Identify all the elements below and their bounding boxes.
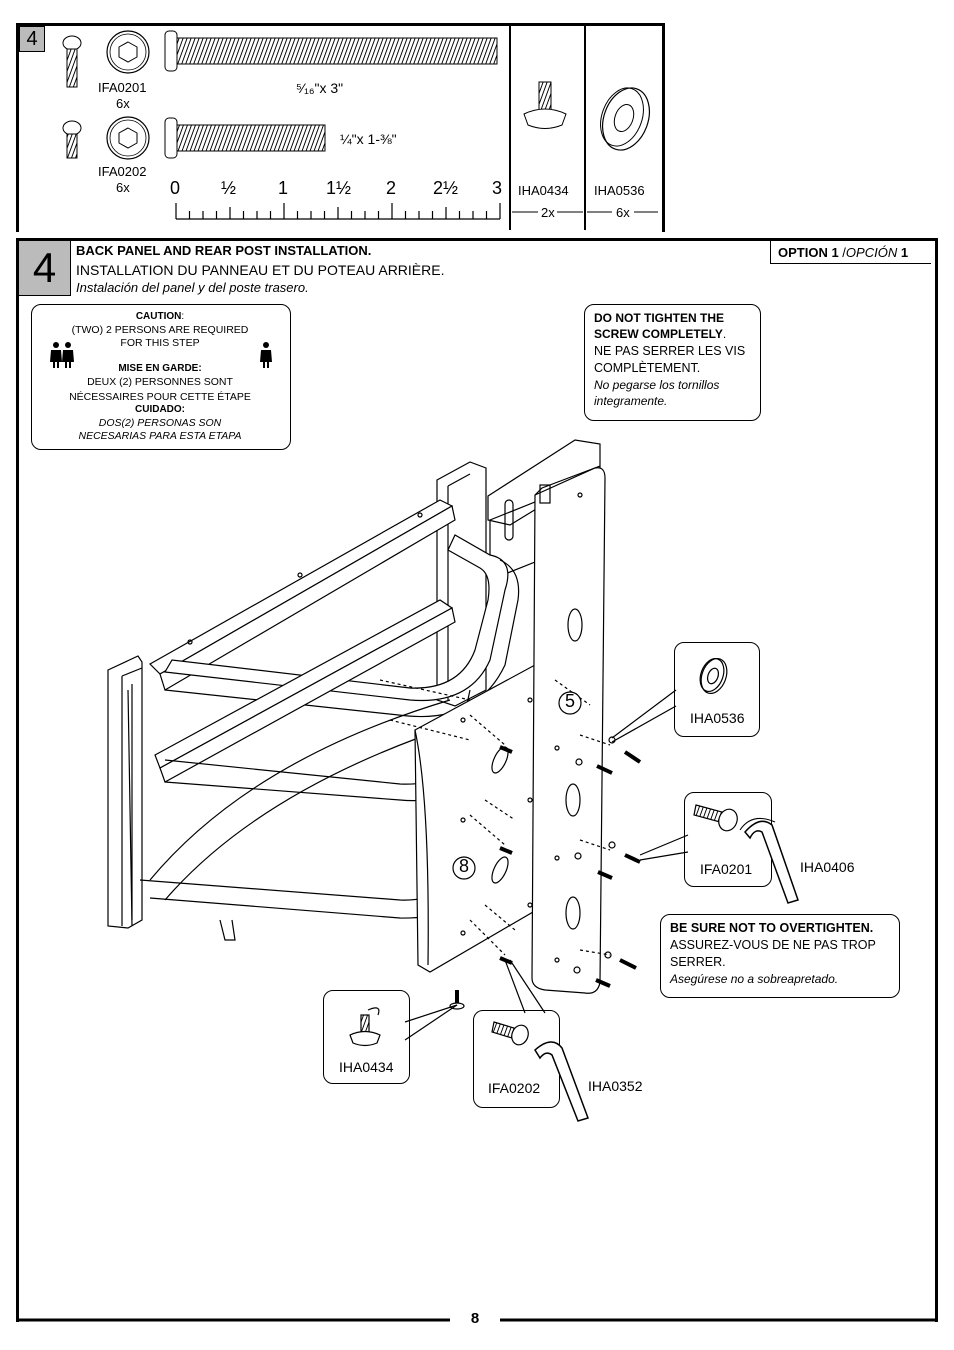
ha0434-screw-icon xyxy=(523,81,567,129)
callout-fa0201-bolt-icon xyxy=(693,804,738,832)
fa0201-fullsize-bolt xyxy=(164,30,498,72)
ha0536-washer-icon xyxy=(600,87,650,151)
bolts xyxy=(449,736,642,1010)
caution-es-1: DOS(2) PERSONAS SON xyxy=(98,417,222,429)
part-8-label: 8 xyxy=(458,856,469,876)
part-5-label: 5 xyxy=(564,691,575,711)
rear-post xyxy=(531,465,606,994)
callout-leaders xyxy=(404,689,689,1041)
do-not-tighten-box xyxy=(584,304,761,421)
ruler-label-0: 0 xyxy=(170,178,181,198)
fa0201-head-icon xyxy=(106,30,150,74)
step-frame xyxy=(16,238,938,1322)
caution-es-2: NECESARIAS PARA ESTA ETAPA xyxy=(78,430,242,442)
parts-divider-2 xyxy=(584,23,586,230)
fa0201-qty: 6x xyxy=(116,96,130,111)
screw-guide-lines xyxy=(379,679,611,956)
fa0201-bolt-icon xyxy=(62,35,82,88)
parts-step-number-text: 4 xyxy=(26,28,38,50)
caution-box xyxy=(31,304,291,450)
fa0202-head-icon xyxy=(106,116,150,160)
tighten-en-2-line: SCREW COMPLETELY. xyxy=(594,327,726,341)
step-title-es: Instalación del panel y del poste traser… xyxy=(76,280,309,295)
callout-ha0536-label: IHA0536 xyxy=(690,710,745,726)
caution-es-heading: CUIDADO: xyxy=(135,404,185,415)
hex-key-ha0352-icon xyxy=(534,1041,589,1122)
option-label: OPTION 1 xyxy=(778,245,839,260)
callout-washer-icon xyxy=(699,657,728,695)
upper-rail xyxy=(149,499,456,691)
tighten-es-2: integramente. xyxy=(594,394,668,408)
callout-fa0202-label: IFA0202 xyxy=(488,1080,541,1096)
caution-fr-1: DEUX (2) PERSONNES SONT xyxy=(87,376,233,388)
ruler-label-half: ½ xyxy=(221,178,237,198)
page-number: 8 xyxy=(470,1310,480,1327)
one-person-icon xyxy=(260,342,272,368)
tighten-en-2: SCREW COMPLETELY xyxy=(594,327,723,341)
overtighten-box xyxy=(660,914,900,998)
tighten-dot: . xyxy=(722,327,727,341)
caution-colon: : xyxy=(181,311,185,322)
callout-ha0434-label: IHA0434 xyxy=(339,1059,394,1075)
left-post xyxy=(107,655,143,929)
ha0536-code: IHA0536 xyxy=(594,183,645,198)
fa0202-code: IFA0202 xyxy=(98,164,147,179)
overtighten-fr-2: SERRER. xyxy=(670,955,726,969)
part-8-circle xyxy=(452,856,476,880)
ha0536-qty: 6x xyxy=(616,205,630,220)
step-number: 4 xyxy=(32,244,57,291)
caution-heading-en: CAUTION xyxy=(135,311,182,322)
ha0434-qty: 2x xyxy=(541,205,555,220)
part-5-circle xyxy=(558,691,582,715)
step-number-box: 4 xyxy=(19,241,71,296)
tighten-es-1: No pegarse los tornillos xyxy=(594,378,720,392)
caution-fr-heading: MISE EN GARDE: xyxy=(118,363,202,374)
callout-ha0406-label: IHA0406 xyxy=(800,859,855,875)
fa0202-size: ¼"x 1-⅜" xyxy=(340,131,397,147)
ruler-label-1: 1 xyxy=(278,178,289,198)
fa0202-fullsize-bolt xyxy=(164,117,326,159)
option-es: OPCIÓN xyxy=(845,245,898,260)
two-persons-icon xyxy=(50,342,74,368)
tighten-fr-1: NE PAS SERRER LES VIS xyxy=(594,344,746,358)
option-sep: / xyxy=(838,245,846,260)
option-badge: OPTION 1 /OPCIÓN 1 xyxy=(770,241,931,264)
ruler-label-2half: 2½ xyxy=(433,178,459,198)
fa0202-bolt-icon xyxy=(62,120,82,159)
parts-list-frame xyxy=(16,23,665,232)
overtighten-fr-1: ASSUREZ-VOUS DE NE PAS TROP xyxy=(670,938,876,952)
caution-fr-2: NÉCESSAIRES POUR CETTE ÉTAPE xyxy=(69,391,251,403)
back-panel xyxy=(414,664,546,973)
parts-divider-1 xyxy=(509,23,511,230)
caution-heading: CAUTION: xyxy=(31,311,289,322)
ruler-label-1half: 1½ xyxy=(326,178,352,198)
upper-arm xyxy=(164,534,520,718)
fa0202-qty: 6x xyxy=(116,180,130,195)
caution-en-2: FOR THIS STEP xyxy=(120,337,200,349)
callout-ha0434-screw-icon xyxy=(349,1007,381,1047)
option-num: 1 xyxy=(897,245,909,260)
fa0201-code: IFA0201 xyxy=(98,80,147,95)
parts-step-number: 4 xyxy=(19,26,45,52)
ruler-label-3: 3 xyxy=(492,178,503,198)
caution-en-1: (TWO) 2 PERSONS ARE REQUIRED xyxy=(71,324,249,336)
overtighten-es: Asegúrese no a sobreapretado. xyxy=(670,972,839,986)
callout-ha0352-label: IHA0352 xyxy=(588,1078,643,1094)
ha0434-code: IHA0434 xyxy=(518,183,569,198)
callout-fa0202-bolt-icon xyxy=(491,1021,529,1046)
step-title-fr: INSTALLATION DU PANNEAU ET DU POTEAU ARR… xyxy=(76,262,445,278)
hex-key-ha0406-icon xyxy=(739,817,799,904)
fa0201-size: ⁵⁄₁₆"x 3" xyxy=(296,80,344,96)
callout-fa0201-label: IFA0201 xyxy=(700,861,753,877)
inch-ruler xyxy=(175,203,501,220)
overtighten-en: BE SURE NOT TO OVERTIGHTEN. xyxy=(670,921,874,935)
tighten-fr-2: COMPLÈTEMENT. xyxy=(594,361,701,375)
step-title-en: BACK PANEL AND REAR POST INSTALLATION. xyxy=(76,243,372,258)
ruler-label-2: 2 xyxy=(386,178,397,198)
tighten-en-1: DO NOT TIGHTEN THE xyxy=(594,311,724,325)
